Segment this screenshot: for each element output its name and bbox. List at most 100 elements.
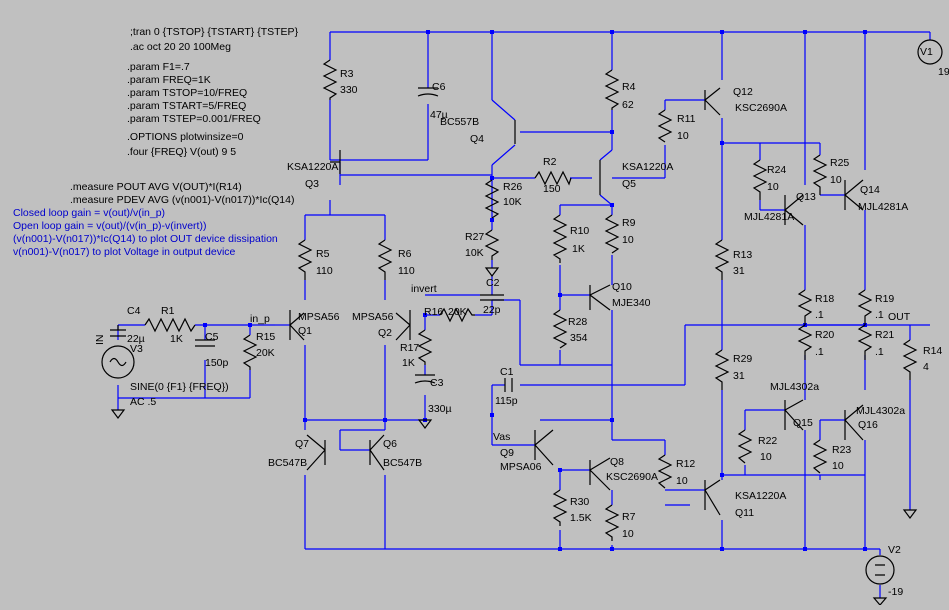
- q6-part: BC547B: [383, 457, 422, 469]
- r18-ref: R18: [815, 293, 834, 305]
- r11-value: 10: [677, 130, 689, 142]
- net-out: OUT: [888, 311, 911, 323]
- c4-value: 22µ: [127, 333, 145, 345]
- spice-directives: ;tran 0 {TSTOP} {TSTART} {TSTEP} .ac oct…: [70, 26, 299, 206]
- r5-ref: R5: [316, 248, 330, 260]
- r27-value: 10K: [465, 247, 484, 259]
- q5-ref: Q5: [622, 178, 636, 190]
- q6-ref: Q6: [383, 438, 397, 450]
- r23-ref: R23: [832, 444, 851, 456]
- q8-ref: Q8: [610, 456, 624, 468]
- q4-part: BC557B: [440, 116, 479, 128]
- directive-param-f1: .param F1=.7: [127, 61, 190, 73]
- q10-part: MJE340: [612, 297, 651, 309]
- q10-ref: Q10: [612, 281, 632, 293]
- r12-value: 10: [676, 475, 688, 487]
- r21-ref: R21: [875, 329, 894, 341]
- comment-open-loop: Open loop gain = v(out)/(v(in_p)-v(inver…: [13, 220, 206, 232]
- c4-ref: C4: [127, 305, 141, 317]
- q7-ref: Q7: [295, 438, 309, 450]
- r19-ref: R19: [875, 293, 894, 305]
- comments: Closed loop gain = v(out)/v(in_p) Open l…: [13, 207, 278, 258]
- q7-part: BC547B: [268, 457, 307, 469]
- comment-voltage: v(n001)-V(n017) to plot Voltage in outpu…: [13, 246, 236, 258]
- q16-ref: Q16: [858, 419, 878, 431]
- r14-ref: R14: [923, 345, 942, 357]
- r22-value: 10: [760, 451, 772, 463]
- r9-ref: R9: [622, 217, 636, 229]
- directive-tran: ;tran 0 {TSTOP} {TSTART} {TSTEP}: [130, 26, 299, 38]
- r17-value: 1K: [402, 357, 415, 369]
- q13-part: MJL4281A: [744, 211, 794, 223]
- r15-ref: R15: [256, 331, 275, 343]
- r25-value: 10: [830, 174, 842, 186]
- r5-value: 110: [316, 265, 333, 277]
- comment-closed-loop: Closed loop gain = v(out)/v(in_p): [13, 207, 165, 219]
- r19-value: .1: [875, 309, 884, 321]
- r24-ref: R24: [767, 164, 786, 176]
- r3-ref: R3: [340, 68, 354, 80]
- r2-value: 150: [543, 183, 561, 195]
- directive-param-tstep: .param TSTEP=0.001/FREQ: [127, 113, 261, 125]
- c6-ref: C6: [432, 81, 446, 93]
- r17-ref: R17: [400, 342, 419, 354]
- r25-ref: R25: [830, 157, 849, 169]
- r20-ref: R20: [815, 329, 834, 341]
- r28-value: 354: [570, 332, 588, 344]
- r13-ref: R13: [733, 249, 752, 261]
- v3-ac: AC .5: [130, 396, 156, 408]
- r10-ref: R10: [570, 225, 589, 237]
- r27-ref: R27: [465, 231, 484, 243]
- directive-param-tstop: .param TSTOP=10/FREQ: [127, 87, 247, 99]
- r26-value: 10K: [503, 196, 522, 208]
- r30-value: 1.5K: [570, 512, 592, 524]
- q9-ref: Q9: [500, 447, 514, 459]
- v3-ref: V3: [130, 343, 143, 355]
- r2-ref: R2: [543, 156, 557, 168]
- r3-value: 330: [340, 84, 358, 96]
- r11-ref: R11: [677, 113, 696, 125]
- q1-part: MPSA56: [298, 311, 340, 323]
- r28-ref: R28: [568, 316, 587, 328]
- component-glyphs: [101, 39, 943, 606]
- v2-value: -19: [888, 586, 903, 598]
- directive-param-freq: .param FREQ=1K: [127, 74, 211, 86]
- c2-value: 22p: [483, 304, 501, 316]
- q12-ref: Q12: [733, 86, 753, 98]
- q1-ref: Q1: [298, 325, 312, 337]
- r7-ref: R7: [622, 511, 636, 523]
- c3-ref: C3: [430, 377, 444, 389]
- r20-value: .1: [815, 346, 824, 358]
- q11-part: KSA1220A: [735, 490, 786, 502]
- c5-ref: C5: [205, 331, 219, 343]
- r4-value: 62: [622, 99, 634, 111]
- r18-value: .1: [815, 309, 824, 321]
- r23-value: 10: [832, 460, 844, 472]
- r16-ref: R16: [424, 306, 443, 318]
- r9-value: 10: [622, 234, 634, 246]
- r14-value: 4: [923, 361, 929, 373]
- r10-value: 1K: [572, 243, 585, 255]
- c1-ref: C1: [500, 366, 514, 378]
- c1-value: 115p: [495, 395, 518, 407]
- q12-part: KSC2690A: [735, 102, 787, 114]
- q2-part: MPSA56: [352, 311, 394, 323]
- c2-ref: C2: [486, 277, 500, 289]
- directive-param-tstart: .param TSTART=5/FREQ: [127, 100, 246, 112]
- directive-ac: .ac oct 20 20 100Meg: [130, 41, 231, 53]
- r24-value: 10: [767, 181, 779, 193]
- r22-ref: R22: [758, 435, 777, 447]
- directive-four: .four {FREQ} V(out) 9 5: [127, 146, 236, 158]
- v2-ref: V2: [888, 544, 901, 556]
- c6-value: 47µ: [430, 109, 448, 121]
- q8-part: KSC2690A: [606, 471, 658, 483]
- directive-options: .OPTIONS plotwinsize=0: [127, 131, 244, 143]
- q16-part: MJL4302a: [856, 405, 905, 417]
- r16-value: 20K: [448, 306, 467, 318]
- r29-value: 31: [733, 370, 745, 382]
- comment-dissipation: (v(n001)-V(n017))*Ic(Q14) to plot OUT de…: [13, 233, 278, 245]
- v3-spec: SINE(0 {F1} {FREQ}): [130, 381, 229, 393]
- wires: [117, 31, 931, 598]
